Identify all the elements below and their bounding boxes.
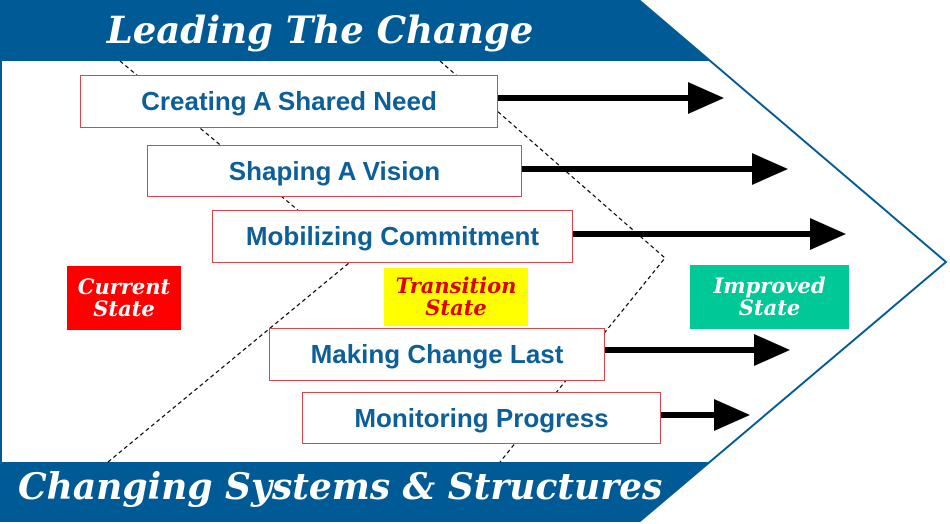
transition-state-line1: Transition — [395, 273, 517, 298]
step-shaping-vision: Shaping A Vision — [147, 145, 522, 197]
transition-state-label: Transition State — [384, 268, 528, 326]
step-monitoring-progress: Monitoring Progress — [302, 392, 661, 444]
step-making-change-last: Making Change Last — [269, 328, 605, 381]
improved-state-line1: Improved — [713, 273, 826, 298]
top-banner — [1, 1, 710, 61]
dashed-boundary-left — [107, 60, 356, 463]
improved-state-line2: State — [738, 295, 801, 320]
bottom-banner-title: Changing Systems & Structures — [18, 466, 663, 508]
arrow-3 — [573, 218, 846, 250]
arrow-2 — [522, 153, 788, 185]
current-state-line1: Current — [77, 274, 171, 299]
top-banner-title: Leading The Change — [106, 8, 534, 52]
current-state-label: Current State — [67, 266, 181, 330]
arrow-1 — [498, 82, 724, 114]
dashed-boundary-right — [439, 60, 666, 463]
step-mobilizing-commitment: Mobilizing Commitment — [212, 210, 573, 263]
improved-state-label: Improved State — [690, 265, 849, 329]
bottom-banner — [1, 462, 710, 521]
transition-state-line2: State — [425, 295, 487, 320]
step-creating-shared-need: Creating A Shared Need — [80, 75, 498, 128]
arrow-4 — [605, 334, 790, 366]
current-state-line2: State — [93, 296, 155, 321]
arrow-5 — [661, 399, 750, 431]
